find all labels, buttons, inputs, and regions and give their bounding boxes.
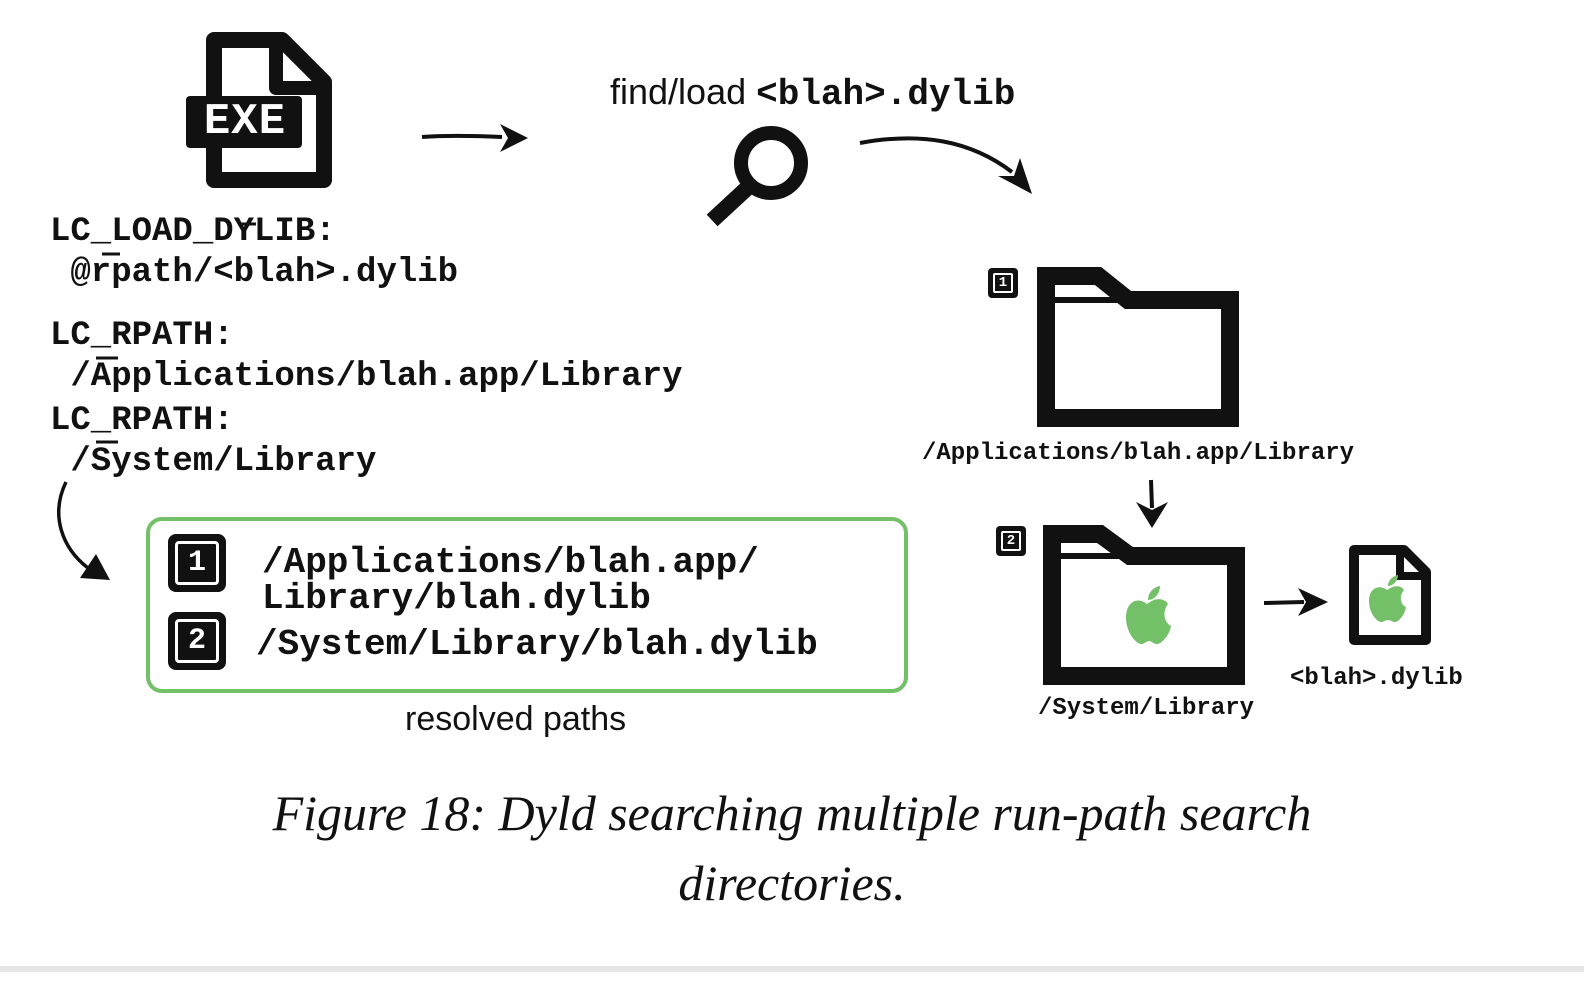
lc-rpath-2-value: /System/Library bbox=[50, 443, 377, 481]
dylib-file-label: <blah>.dylib bbox=[1290, 665, 1463, 692]
resolved-badge-2: 2 bbox=[168, 612, 226, 670]
find-load-label: find/load <blah>.dylib bbox=[610, 70, 1015, 117]
figure-caption-line1: Figure 18: Dyld searching multiple run-p… bbox=[272, 785, 1312, 841]
magnifier-icon bbox=[706, 126, 808, 227]
resolved-badge-2-number: 2 bbox=[175, 619, 219, 663]
arrow-exe-to-search bbox=[421, 124, 528, 152]
text-overbars bbox=[96, 222, 256, 444]
folder-path-system-library: /System/Library bbox=[1038, 695, 1255, 722]
find-load-prefix: find/load bbox=[610, 71, 757, 112]
apple-logo-icon bbox=[1369, 575, 1406, 622]
resolved-path-1-line1: /Applications/blah.app/ bbox=[262, 542, 759, 583]
folder-badge-2: 2 bbox=[996, 526, 1026, 556]
arrow-folder1-to-folder2 bbox=[1136, 479, 1168, 528]
exe-file-icon bbox=[186, 32, 332, 188]
figure-caption-line2: directories. bbox=[678, 855, 906, 911]
arrow-folder2-to-dylib bbox=[1263, 588, 1328, 616]
resolved-badge-1: 1 bbox=[168, 534, 226, 592]
resolved-paths-caption: resolved paths bbox=[405, 700, 627, 738]
resolved-path-1-line2: Library/blah.dylib bbox=[262, 578, 651, 619]
page-bottom-rule bbox=[0, 966, 1584, 972]
folder-badge-2-number: 2 bbox=[1001, 531, 1021, 551]
arrow-commands-to-resolved bbox=[57, 481, 110, 580]
lc-rpath-1-name: LC_RPATH: bbox=[50, 317, 234, 355]
find-load-target: <blah>.dylib bbox=[756, 74, 1016, 115]
folder-badge-1: 1 bbox=[988, 268, 1018, 298]
exe-label: EXE bbox=[203, 97, 287, 147]
resolved-path-2: /System/Library/blah.dylib bbox=[256, 624, 818, 665]
lc-load-dylib-value: @rpath/<blah>.dylib bbox=[50, 254, 459, 292]
apple-logo-icon bbox=[1126, 586, 1171, 644]
lc-load-dylib-name: LC_LOAD_DYLIB: bbox=[50, 213, 336, 251]
folder-badge-1-number: 1 bbox=[993, 273, 1013, 293]
arrow-search-to-folders bbox=[859, 136, 1032, 194]
folder-icon-applications bbox=[1037, 267, 1239, 427]
lc-rpath-2-name: LC_RPATH: bbox=[50, 402, 234, 440]
resolved-badge-1-number: 1 bbox=[175, 541, 219, 585]
folder-path-applications: /Applications/blah.app/Library bbox=[922, 440, 1355, 467]
resolved-paths-box bbox=[146, 517, 908, 693]
lc-rpath-1-value: /Applications/blah.app/Library bbox=[50, 358, 683, 396]
